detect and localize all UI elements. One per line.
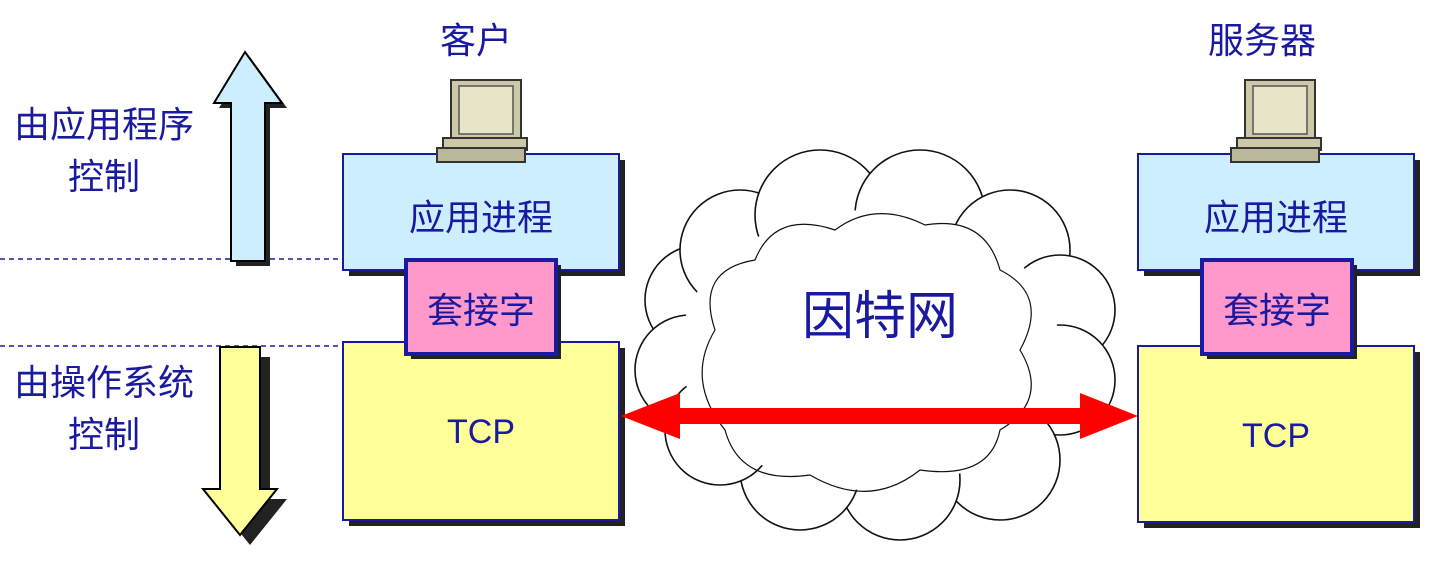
computer-icon [1230, 79, 1322, 163]
client-tcp: TCP [447, 412, 515, 451]
tcp-connection-arrow [621, 393, 1138, 439]
server-stack [1137, 153, 1420, 528]
client-stack [342, 153, 625, 526]
up-arrow-icon [212, 50, 287, 266]
cloud-inner-outline [701, 213, 1032, 492]
client-socket: 套接字 [426, 291, 535, 332]
client-title: 客户 [440, 21, 513, 62]
server-title: 服务器 [1208, 21, 1317, 62]
computer-icon [436, 79, 528, 163]
app-control-label: 由应用程序 控制 [13, 105, 194, 198]
server-app-process: 应用进程 [1203, 198, 1348, 239]
server-socket: 套接字 [1222, 291, 1331, 332]
server-tcp: TCP [1242, 416, 1310, 455]
client-app-process: 应用进程 [408, 198, 553, 239]
internet-label: 因特网 [801, 286, 958, 347]
down-arrow-icon [200, 346, 287, 545]
os-control-label: 由操作系统 控制 [13, 363, 194, 456]
